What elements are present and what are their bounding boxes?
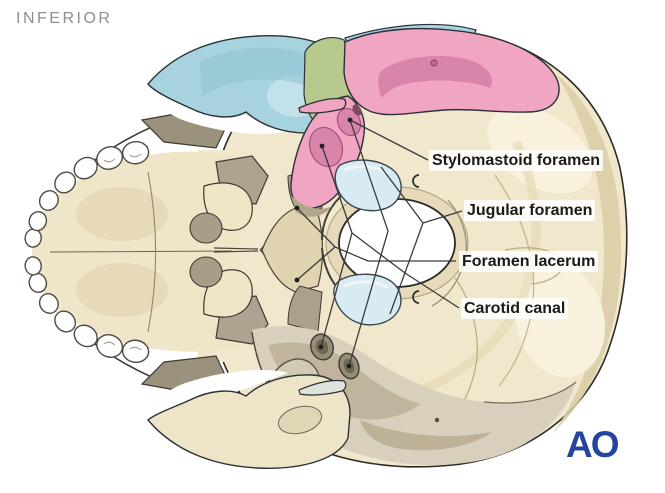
palate-midline-suture [49,250,233,253]
occipital-condyle [447,199,468,255]
ao-foundation-logo: AO [566,424,619,465]
label-carotid-canal: Carotid canal [461,298,569,319]
shading-detail [515,262,605,378]
tooth-fissure [103,153,142,163]
tooth [73,156,98,180]
foramen-magnum [338,198,456,288]
shading-detail [360,420,492,451]
zygomatic-arch-lower [147,370,351,469]
foramen-lacerum-dot-upper [294,205,300,211]
leader-stylomastoid [348,119,429,367]
carotid-canal-dot-lower [318,344,324,350]
carotid-canal-dot-upper [319,143,325,149]
shading-detail [292,196,332,217]
tooth [73,324,98,348]
stylomastoid-foramen-dot-upper [347,117,353,123]
label-jugular-foramen: Jugular foramen [464,200,596,221]
choana [189,212,223,244]
maxilla-palate [32,101,240,403]
tooth [24,256,42,276]
shading-detail [378,56,492,98]
tooth [96,146,124,170]
temporal-line-arc [389,140,541,403]
teeth [24,140,150,364]
choana [189,256,223,288]
petrous-apex-junction [287,285,323,333]
mastoid-foramen [434,417,440,423]
condylar-canal [412,290,420,304]
tooth-fissure [103,341,142,351]
shading-detail [552,74,622,434]
tooth [96,334,124,358]
tooth [38,293,59,314]
foramen-magnum-region [321,186,469,307]
label-foramen-lacerum: Foramen lacerum [459,251,599,272]
condylar-canal [412,174,420,188]
petrous-temporal-region [290,27,560,217]
leader-jugular [380,166,463,315]
squamous-foramen-dot [430,59,438,67]
stylomastoid-foramen-dot-lower [346,363,352,369]
palate-transverse-suture [147,171,157,333]
tooth [121,140,150,165]
styloid-process-lower [298,379,347,396]
leader-dots [294,117,353,369]
vomer [213,215,293,285]
shading-detail [343,280,389,290]
mandibular-fossa [277,405,323,435]
label-stylomastoid-foramen: Stylomastoid foramen [429,150,604,171]
foramen-lacerum-dot-lower [294,277,300,283]
styloid-process [298,97,347,114]
leader-lines [296,119,463,367]
tooth [38,190,59,211]
tooth [54,310,77,333]
tooth [54,171,77,194]
occipital-outline [483,381,577,404]
shading-detail [76,263,168,317]
acoustic-meatus [352,104,362,116]
shading-detail [200,47,322,96]
leader-carotid [320,145,460,348]
leader-lacerum [296,207,456,281]
tooth [28,210,48,232]
orientation-label: INFERIOR [16,10,113,27]
jugular-fossa-pink [308,126,344,168]
shading-detail [76,187,168,241]
